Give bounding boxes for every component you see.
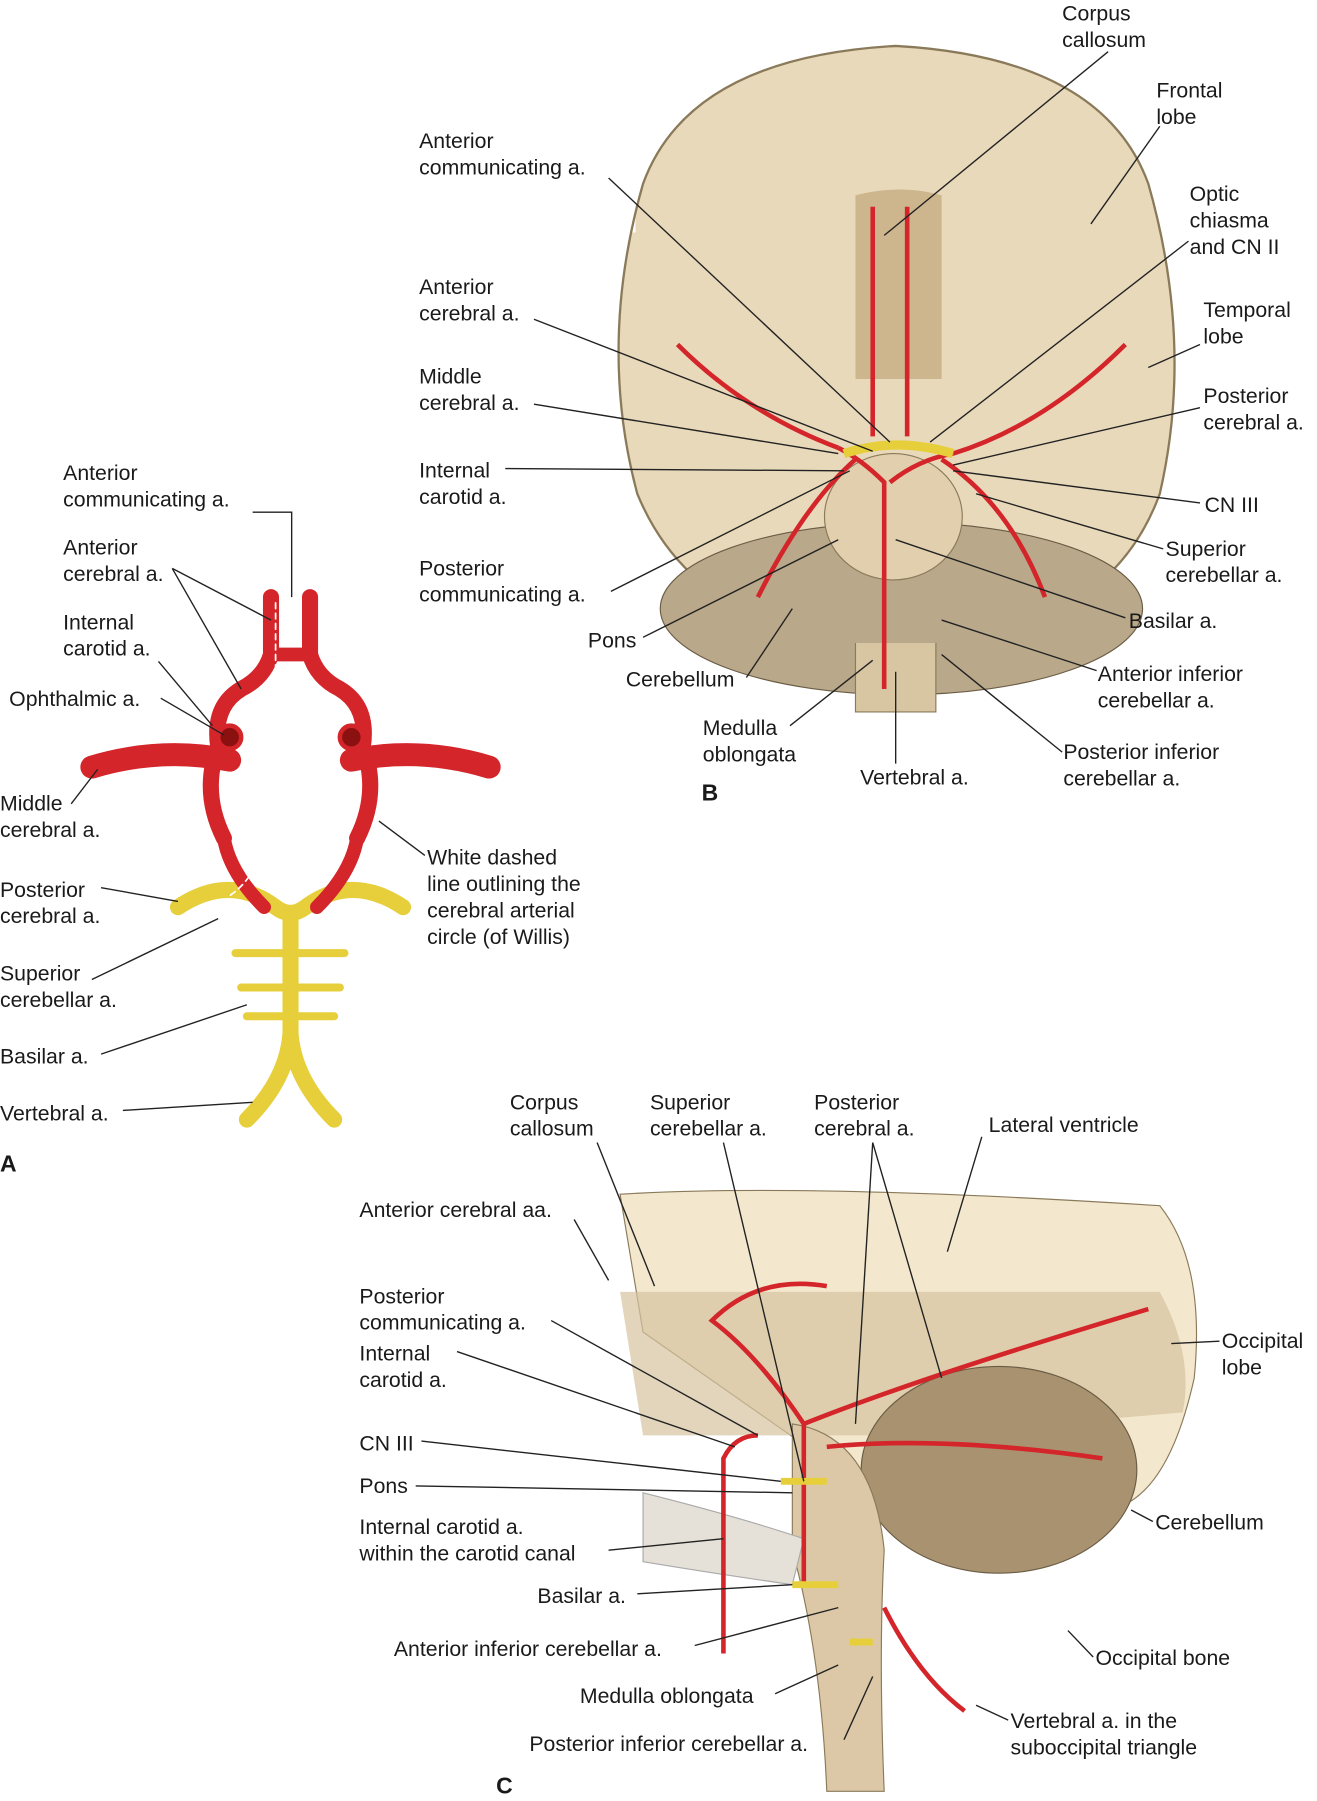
label-optic-chiasma: Optic chiasma and CN II — [1189, 181, 1280, 259]
label-posterior-cerebral-a: Posterior cerebral a. — [1203, 383, 1304, 435]
label-vertebral-a: Vertebral a. — [0, 1101, 109, 1126]
label-circle-of-willis-note: White dashed line outlining the cerebral… — [427, 845, 581, 949]
label-cerebellum: Cerebellum — [625, 667, 735, 692]
label-middle-cerebral-a: Middle cerebral a. — [419, 364, 520, 415]
label-cerebellum: Cerebellum — [1155, 1510, 1264, 1535]
label-cn-iii: CN III — [1204, 492, 1259, 517]
label-vertebral-a-suboccipital: Vertebral a. in the suboccipital triangl… — [1010, 1708, 1198, 1760]
label-cn-iii: CN III — [359, 1430, 414, 1455]
label-vertebral-a: Vertebral a. — [860, 764, 969, 789]
label-posterior-inferior-cerebellar-a: Posterior inferior cerebellar a. — [1063, 739, 1220, 791]
label-medulla-oblongata: Medulla oblongata — [702, 715, 797, 766]
label-superior-cerebellar-a: Superior cerebellar a. — [0, 961, 117, 1012]
label-pons: Pons — [587, 628, 637, 653]
label-posterior-communicating-a: Posterior communicating a. — [419, 555, 586, 607]
label-anterior-communicating-a: Anterior communicating a. — [419, 128, 586, 180]
label-anterior-cerebral-a: Anterior cerebral a. — [63, 535, 164, 586]
circle-of-willis-diagram — [80, 589, 501, 1128]
label-middle-cerebral-a: Middle cerebral a. — [0, 791, 101, 842]
panel-letter-b: B — [701, 780, 719, 807]
brain-inferior-view — [617, 44, 1176, 713]
label-posterior-cerebral-a: Posterior cerebral a. — [814, 1089, 915, 1141]
label-internal-carotid-a: Internal carotid a. — [419, 458, 507, 509]
label-basilar-a: Basilar a. — [0, 1043, 89, 1068]
label-posterior-communicating-a: Posterior communicating a. — [359, 1283, 526, 1335]
label-anterior-cerebral-aa: Anterior cerebral aa. — [359, 1197, 552, 1222]
label-pons: Pons — [359, 1473, 408, 1498]
label-medulla-oblongata: Medulla oblongata — [579, 1683, 754, 1708]
label-basilar-a: Basilar a. — [1128, 608, 1218, 633]
brain-sagittal-view — [619, 1189, 1198, 1792]
label-occipital-bone: Occipital bone — [1095, 1645, 1231, 1670]
label-anterior-cerebral-a: Anterior cerebral a. — [419, 274, 520, 325]
label-temporal-lobe: Temporal lobe — [1203, 297, 1291, 348]
label-occipital-lobe: Occipital lobe — [1221, 1328, 1304, 1380]
label-internal-carotid-canal: Internal carotid a. within the carotid c… — [359, 1514, 576, 1566]
label-superior-cerebellar-a: Superior cerebellar a. — [649, 1089, 767, 1141]
label-posterior-cerebral-a: Posterior cerebral a. — [0, 877, 101, 928]
panel-letter-a: A — [0, 1151, 17, 1178]
label-anterior-communicating-a: Anterior communicating a. — [63, 460, 230, 511]
label-corpus-callosum: Corpus callosum — [1062, 1, 1147, 52]
label-basilar-a: Basilar a. — [537, 1583, 626, 1608]
label-posterior-inferior-cerebellar-a: Posterior inferior cerebellar a. — [529, 1731, 809, 1756]
label-internal-carotid-a: Internal carotid a. — [63, 609, 151, 661]
label-frontal-lobe: Frontal lobe — [1156, 78, 1223, 129]
label-superior-cerebellar-a: Superior cerebellar a. — [1165, 536, 1283, 587]
label-anterior-inferior-cerebellar-a: Anterior inferior cerebellar a. — [393, 1636, 662, 1661]
label-ophthalmic-a: Ophthalmic a. — [9, 686, 141, 711]
leader-lines — [70, 51, 1220, 1740]
panel-letter-c: C — [496, 1774, 513, 1800]
label-corpus-callosum: Corpus callosum — [509, 1089, 594, 1141]
label-anterior-inferior-cerebellar-a: Anterior inferior cerebellar a. — [1097, 661, 1243, 712]
label-lateral-ventricle: Lateral ventricle — [988, 1112, 1139, 1137]
label-internal-carotid-a: Internal carotid a. — [359, 1341, 447, 1392]
